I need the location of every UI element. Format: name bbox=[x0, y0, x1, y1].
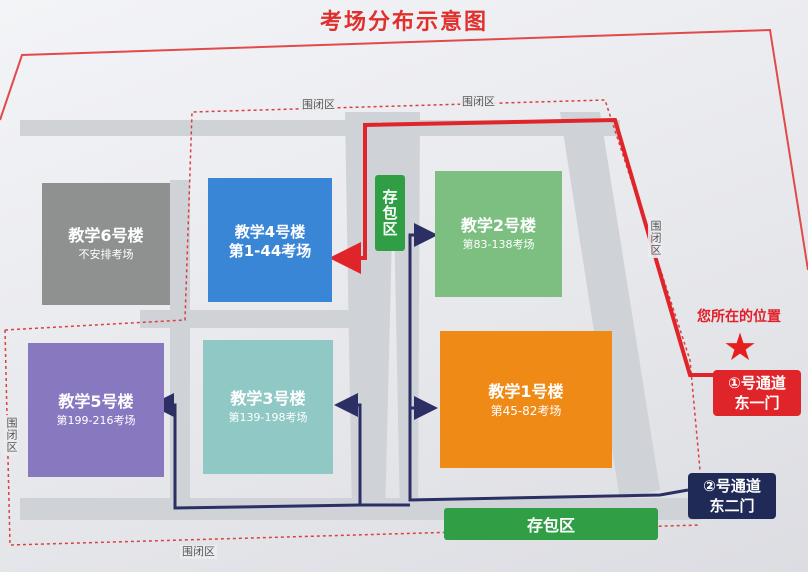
campus-boundary bbox=[0, 28, 808, 271]
enclosure-dotted-line bbox=[4, 99, 701, 546]
building-1[interactable]: 教学1号楼 第45-82考场 bbox=[440, 331, 612, 468]
current-location-star-icon: ★ bbox=[723, 325, 758, 369]
bag-storage-vertical: 存包区 bbox=[375, 175, 405, 251]
gate-1-east-one[interactable]: ①号通道 东一门 bbox=[713, 370, 801, 416]
building-3[interactable]: 教学3号楼 第139-198考场 bbox=[203, 340, 333, 474]
building-4-name: 教学4号楼 bbox=[234, 223, 306, 241]
enclosed-area-label-top-right: 围闭区 bbox=[460, 95, 497, 109]
current-location-label: 您所在的位置 bbox=[697, 309, 781, 325]
building-5-name: 教学5号楼 bbox=[58, 392, 134, 411]
gate-1-channel: ①号通道 bbox=[728, 374, 786, 392]
building-1-name: 教学1号楼 bbox=[488, 381, 564, 401]
enclosed-area-label-right: 围闭区 bbox=[648, 218, 662, 258]
route-gate2 bbox=[150, 223, 689, 510]
building-6: 教学6号楼 不安排考场 bbox=[42, 183, 170, 305]
roads bbox=[20, 112, 700, 520]
gate-1-door: 东一门 bbox=[734, 394, 780, 412]
building-5[interactable]: 教学5号楼 第199-216考场 bbox=[28, 343, 164, 477]
building-2[interactable]: 教学2号楼 第83-138考场 bbox=[435, 171, 562, 297]
building-3-rooms: 第139-198考场 bbox=[228, 411, 308, 424]
enclosed-area-label-bottom: 围闭区 bbox=[180, 545, 217, 559]
building-5-rooms: 第199-216考场 bbox=[56, 414, 136, 427]
building-3-name: 教学3号楼 bbox=[230, 389, 306, 408]
building-6-name: 教学6号楼 bbox=[68, 226, 144, 245]
enclosed-area-label-top-left: 围闭区 bbox=[300, 98, 337, 112]
building-4[interactable]: 教学4号楼 第1-44考场 bbox=[208, 178, 332, 302]
route-gate1 bbox=[329, 117, 715, 377]
building-6-rooms: 不安排考场 bbox=[78, 248, 134, 261]
building-1-rooms: 第45-82考场 bbox=[490, 403, 562, 418]
building-4-rooms: 第1-44考场 bbox=[228, 242, 312, 260]
enclosed-area-label-left: 围闭区 bbox=[4, 415, 18, 455]
gate-2-door: 东二门 bbox=[709, 497, 755, 515]
building-2-rooms: 第83-138考场 bbox=[462, 238, 535, 251]
gate-2-channel: ②号通道 bbox=[703, 477, 761, 495]
gate-2-east-two[interactable]: ②号通道 东二门 bbox=[688, 473, 776, 519]
bag-storage-horizontal: 存包区 bbox=[444, 508, 658, 540]
building-2-name: 教学2号楼 bbox=[460, 216, 537, 235]
page-title: 考场分布示意图 bbox=[319, 10, 488, 35]
